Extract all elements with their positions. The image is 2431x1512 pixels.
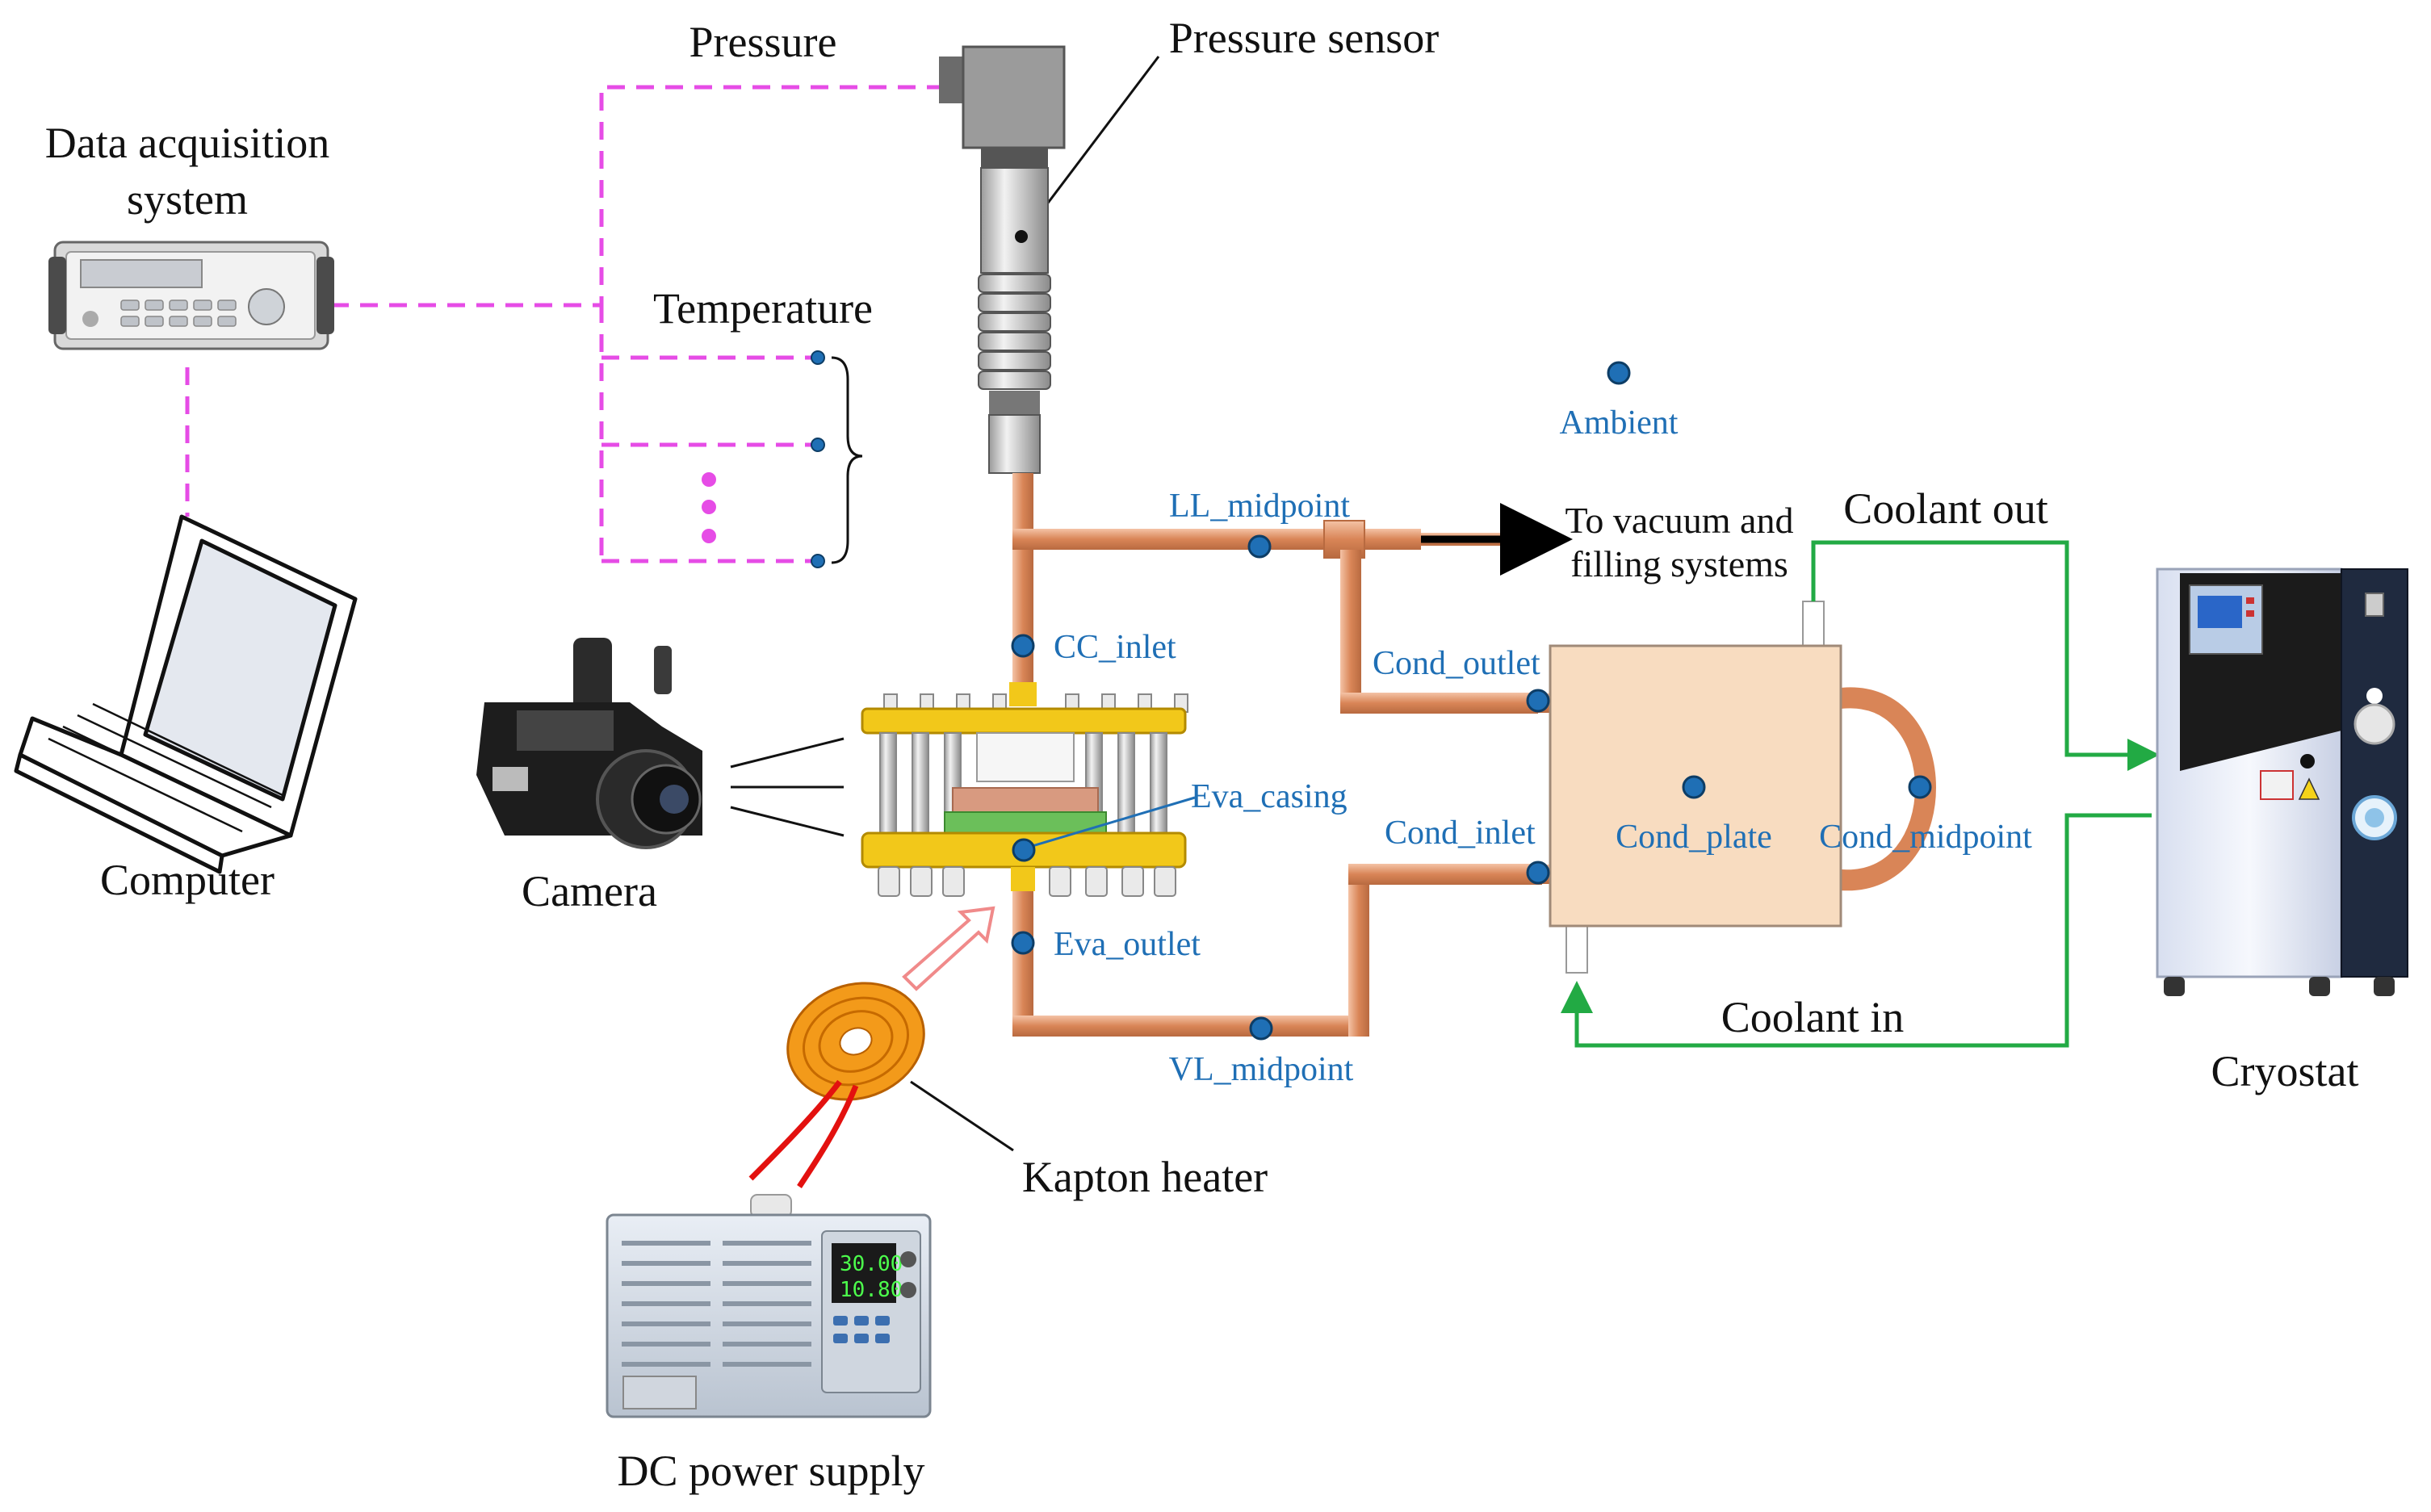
kapton-heater-icon (786, 982, 925, 1101)
cond-outlet-label: Cond_outlet (1373, 645, 1540, 682)
camera-view-lines (730, 737, 845, 837)
condenser-inlet-pipe (1348, 864, 1542, 885)
coolant-lines (1561, 540, 2160, 1048)
cond-outlet-point (1526, 689, 1550, 713)
psu-current-readout: 10.80 (840, 1278, 903, 1302)
psu-voltage-readout: 30.00 (840, 1252, 903, 1276)
measurement-point-labels: Ambient LL_midpoint CC_inlet Eva_casing … (1054, 404, 2032, 1088)
coolant-out-label: Coolant out (1843, 484, 2048, 533)
heater-wires (748, 1079, 859, 1188)
cond-midpoint-point (1908, 775, 1932, 799)
signal-lines (185, 85, 941, 563)
cc-inlet-point (1011, 634, 1035, 658)
temperature-label: Temperature (653, 284, 873, 333)
cond-inlet-label: Cond_inlet (1385, 815, 1536, 852)
measurement-point-markers (1011, 361, 1932, 1041)
camera-label: Camera (522, 867, 657, 915)
ll-midpoint-label: LL_midpoint (1169, 488, 1350, 525)
cond-plate-label: Cond_plate (1616, 819, 1772, 856)
ellipsis-dot (702, 529, 716, 543)
cond-midpoint-label: Cond_midpoint (1819, 819, 2032, 856)
coolant-outlet-port (1802, 601, 1825, 649)
daq-label-line2: system (127, 175, 248, 224)
eva-casing-label: Eva_casing (1191, 778, 1348, 815)
ellipsis-dot (702, 472, 716, 487)
kapton-heater-label: Kapton heater (1022, 1153, 1268, 1201)
ellipsis-dot (702, 500, 716, 514)
dc-power-supply-device: 30.00 10.80 (606, 1194, 932, 1418)
condenser-plate (1549, 644, 1842, 928)
cond-plate-point (1682, 775, 1706, 799)
vl-midpoint-label: VL_midpoint (1169, 1051, 1354, 1088)
condenser-outlet-pipe (1340, 693, 1538, 714)
pressure-sensor-label: Pressure sensor (1169, 14, 1439, 62)
eva-casing-point (1012, 838, 1036, 862)
pressure-sensor-device (939, 45, 1066, 474)
computer-label: Computer (100, 856, 275, 904)
coolant-out-line (1811, 540, 2160, 771)
pressure-label: Pressure (689, 18, 837, 66)
ambient-label: Ambient (1560, 404, 1679, 442)
eva-outlet-point (1011, 931, 1035, 955)
eva-outlet-label: Eva_outlet (1054, 926, 1201, 963)
cond-inlet-point (1526, 861, 1550, 885)
thermocouple-ends (811, 350, 825, 568)
cc-inlet-label: CC_inlet (1054, 629, 1176, 666)
cryostat-device (2156, 568, 2408, 996)
dc-power-supply-label: DC power supply (618, 1447, 925, 1495)
pipe-network (1012, 473, 1558, 1037)
ambient-point (1607, 361, 1631, 385)
coolant-in-line (1561, 813, 2152, 1048)
vl-midpoint-point (1249, 1016, 1273, 1041)
laptop-icon (14, 514, 358, 874)
kapton-heater-leader (910, 1080, 1014, 1152)
daq-to-pressure-line (331, 85, 941, 308)
camera-icon (476, 638, 702, 849)
coolant-inlet-port (1565, 925, 1588, 974)
vacuum-label-line1: To vacuum and (1565, 500, 1794, 541)
liquid-line-pipe (1012, 529, 1352, 550)
vacuum-label-line2: filling systems (1570, 543, 1788, 584)
daq-label-line1: Data acquisition (45, 119, 329, 167)
heat-input-arrow (902, 906, 995, 991)
cryostat-label: Cryostat (2211, 1047, 2359, 1095)
temperature-channel-dots (702, 472, 716, 543)
coolant-in-label: Coolant in (1721, 993, 1905, 1041)
temperature-brace (831, 356, 863, 564)
eva-casing-leader (1021, 796, 1196, 851)
vapour-line-pipe (1012, 1016, 1368, 1037)
data-acquisition-device (48, 241, 334, 350)
evaporator-assembly (861, 682, 1188, 897)
ll-midpoint-point (1247, 534, 1272, 559)
